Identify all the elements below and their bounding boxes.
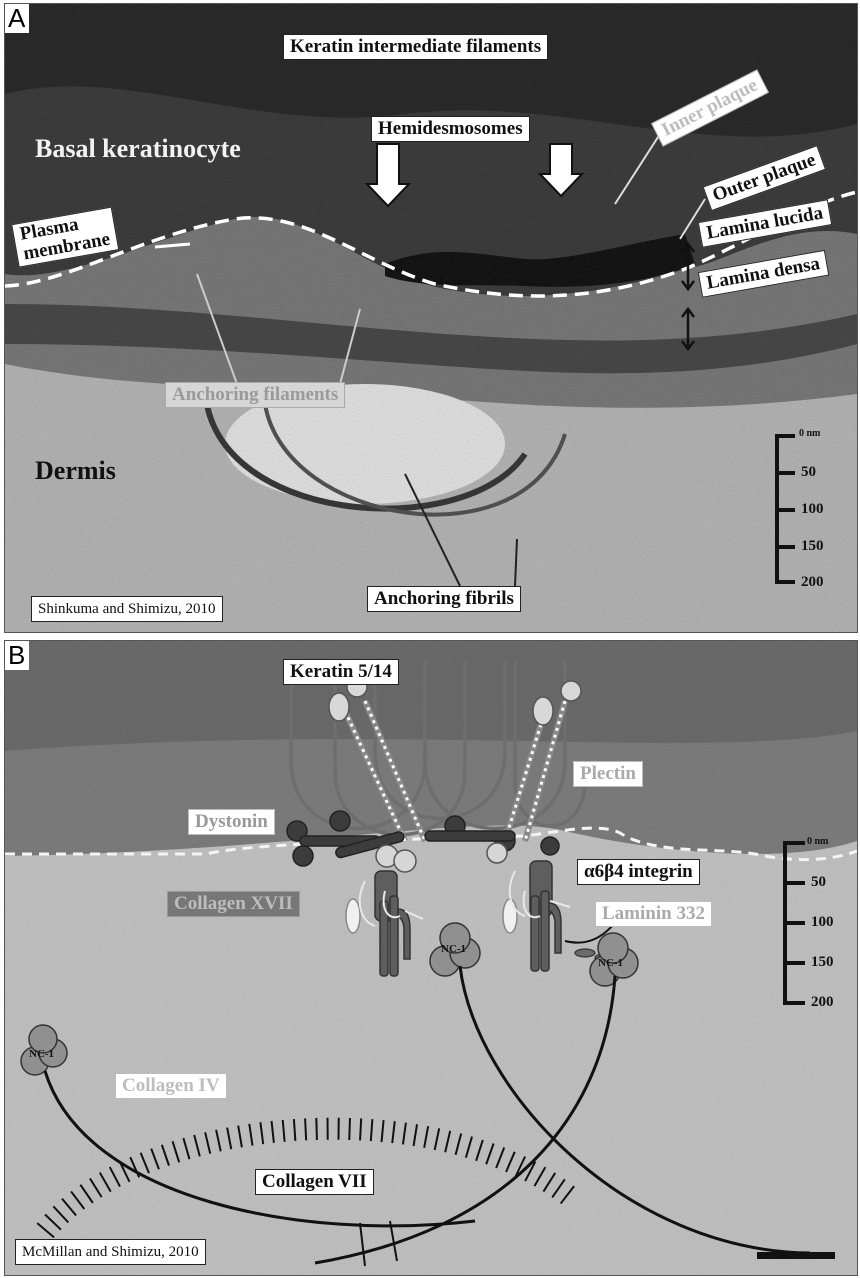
size-bar — [757, 1252, 835, 1259]
collagen-iv-label: Collagen IV — [115, 1073, 227, 1099]
collagen-xvii-label: Collagen XVII — [167, 891, 300, 917]
scale-b-tick-200: 200 — [811, 994, 834, 1011]
schematic-b-image — [5, 641, 857, 1275]
panel-b-schematic: B Keratin 5/14 Plectin Dystonin α6β4 int… — [4, 640, 858, 1276]
dermis-label: Dermis — [35, 456, 116, 486]
panel-a-micrograph: A Keratin intermediate filaments Hemides… — [4, 3, 858, 633]
anchoring-fibrils-label: Anchoring fibrils — [367, 586, 521, 612]
panel-a-label: A — [4, 3, 29, 33]
integrin-label: α6β4 integrin — [577, 859, 700, 885]
keratin-filaments-label: Keratin intermediate filaments — [283, 34, 548, 60]
nc1-label-2: NC-1 — [441, 943, 466, 955]
scale-a-tick-150: 150 — [801, 538, 824, 555]
scale-a-tick-0: 0 nm — [799, 428, 820, 439]
scale-a-tick-200: 200 — [801, 574, 824, 591]
nc1-label-1: NC-1 — [29, 1048, 54, 1060]
nc1-label-3: NC-1 — [598, 957, 623, 969]
scale-b-tick-100: 100 — [811, 914, 834, 931]
citation-b: McMillan and Shimizu, 2010 — [15, 1239, 206, 1265]
scale-b-tick-0: 0 nm — [807, 836, 828, 847]
keratin-label: Keratin 5/14 — [283, 659, 399, 685]
anchoring-filaments-label: Anchoring filaments — [165, 382, 345, 408]
scale-a-tick-100: 100 — [801, 501, 824, 518]
plectin-label: Plectin — [573, 761, 643, 787]
panel-b-label: B — [4, 640, 29, 670]
hemidesmosomes-label: Hemidesmosomes — [371, 116, 530, 142]
collagen-vii-label: Collagen VII — [255, 1169, 374, 1195]
citation-a: Shinkuma and Shimizu, 2010 — [31, 596, 223, 622]
scale-a-tick-50: 50 — [801, 464, 816, 481]
scale-b-tick-50: 50 — [811, 874, 826, 891]
scale-b-tick-150: 150 — [811, 954, 834, 971]
dystonin-label: Dystonin — [188, 809, 275, 835]
basal-keratinocyte-label: Basal keratinocyte — [35, 134, 241, 164]
laminin-label: Laminin 332 — [595, 901, 712, 927]
